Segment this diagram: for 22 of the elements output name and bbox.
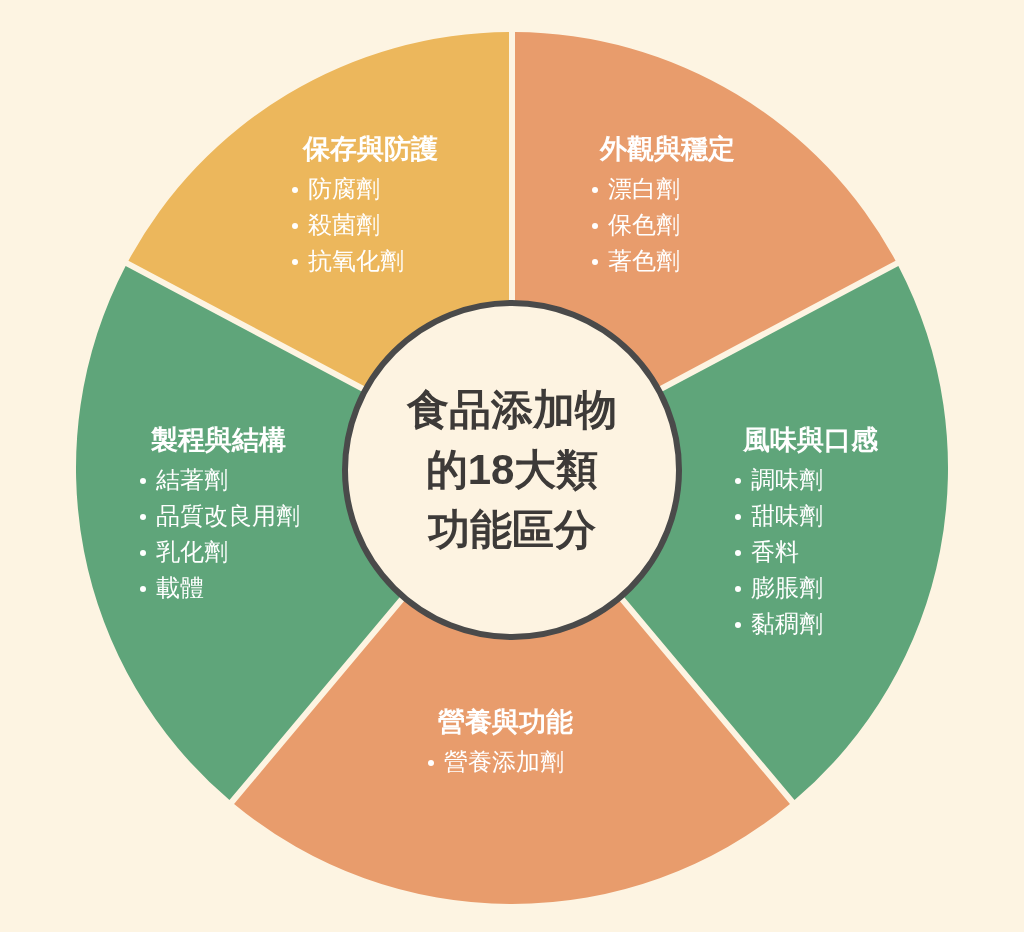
- list-item: 調味劑: [751, 466, 823, 495]
- list-item: 膨脹劑: [751, 574, 823, 603]
- list-item: 乳化劑: [156, 538, 228, 567]
- list-item: 黏稠劑: [751, 610, 823, 639]
- segment-heading: 製程與結構: [150, 424, 286, 457]
- segment-heading: 風味與口感: [742, 424, 878, 457]
- list-item: 著色劑: [608, 247, 680, 276]
- segment-heading: 保存與防護: [302, 133, 438, 166]
- center-title: 食品添加物的18大類功能區分: [406, 385, 618, 555]
- list-item: 香料: [751, 538, 799, 567]
- list-item: 品質改良用劑: [156, 502, 300, 531]
- list-item: 載體: [156, 574, 204, 603]
- list-item: 保色劑: [608, 211, 680, 240]
- segment-heading: 外觀與穩定: [599, 133, 735, 166]
- list-item: 漂白劑: [608, 175, 680, 204]
- list-item: 甜味劑: [751, 502, 823, 531]
- list-item: 結著劑: [156, 466, 228, 495]
- segment-heading: 營養與功能: [437, 706, 573, 739]
- list-item: 殺菌劑: [308, 211, 380, 240]
- list-item: 抗氧化劑: [308, 247, 404, 276]
- list-item: 營養添加劑: [444, 748, 564, 777]
- list-item: 防腐劑: [308, 175, 380, 204]
